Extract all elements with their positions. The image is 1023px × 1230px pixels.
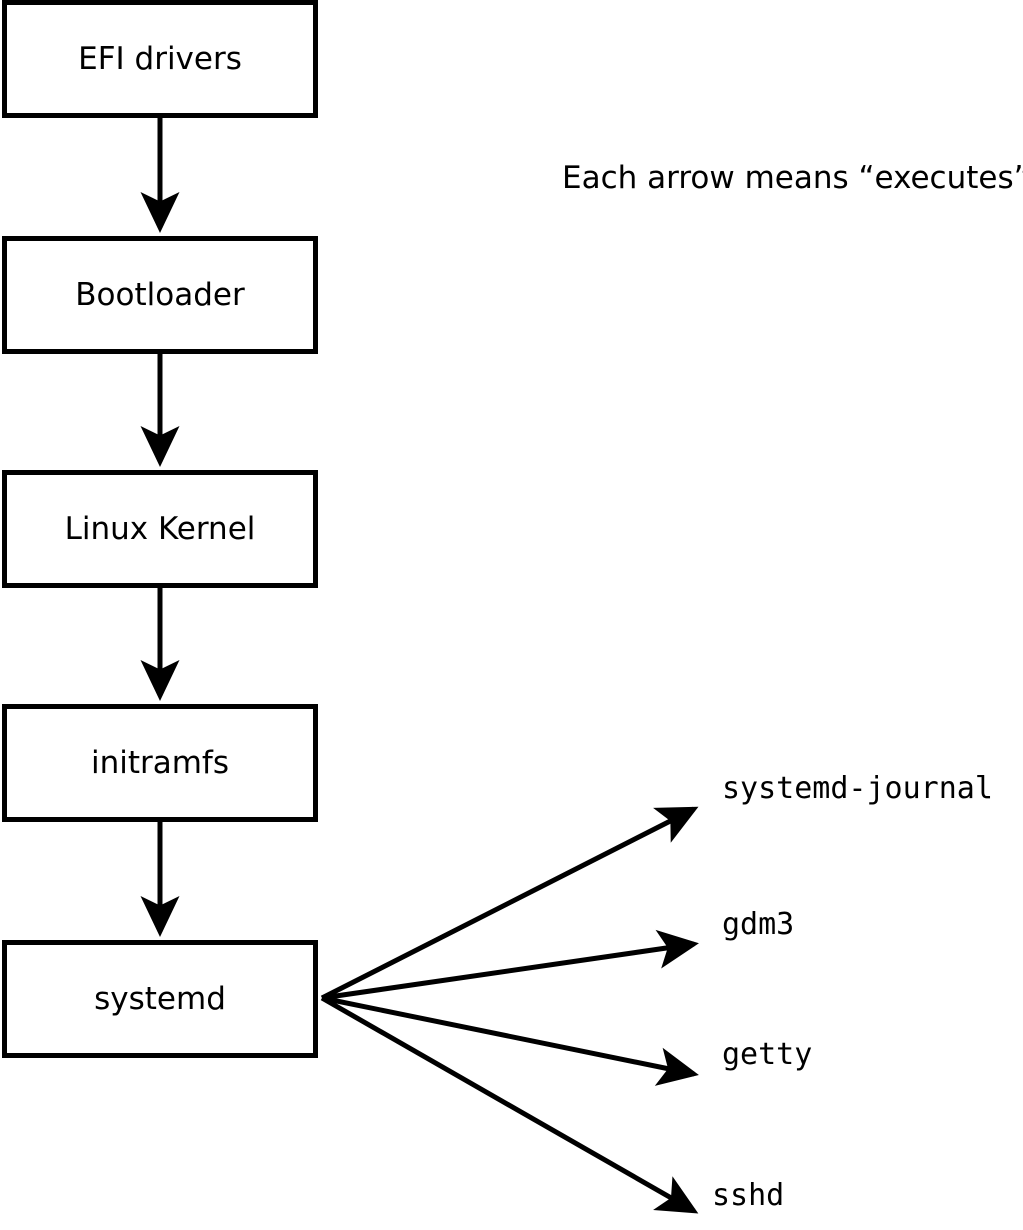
arrow-systemd-to-sshd bbox=[320, 995, 699, 1214]
service-arrow-group bbox=[320, 806, 699, 1214]
stage-box-efi-drivers[interactable]: EFI drivers bbox=[2, 0, 318, 118]
stage-label-efi-drivers: EFI drivers bbox=[78, 40, 242, 77]
service-label-getty: getty bbox=[722, 1037, 813, 1072]
legend-note: Each arrow means “executes”. bbox=[562, 160, 1023, 196]
stage-label-bootloader: Bootloader bbox=[75, 276, 245, 313]
arrow-systemd-to-systemd-journal bbox=[320, 806, 699, 1001]
stage-label-initramfs: initramfs bbox=[90, 744, 230, 781]
stage-box-linux-kernel[interactable]: Linux Kernel bbox=[2, 470, 318, 588]
service-label-systemd-journal: systemd-journal bbox=[722, 771, 993, 806]
service-label-sshd: sshd bbox=[712, 1178, 785, 1213]
stage-label-linux-kernel: Linux Kernel bbox=[64, 510, 256, 547]
service-label-gdm3: gdm3 bbox=[722, 907, 795, 942]
arrow-systemd-to-getty bbox=[321, 995, 699, 1086]
stage-label-systemd: systemd bbox=[94, 980, 226, 1017]
stage-box-initramfs[interactable]: initramfs bbox=[2, 704, 318, 822]
stage-box-systemd[interactable]: systemd bbox=[2, 940, 318, 1058]
arrow-systemd-to-gdm3 bbox=[321, 929, 699, 1001]
stage-box-bootloader[interactable]: Bootloader bbox=[2, 236, 318, 354]
